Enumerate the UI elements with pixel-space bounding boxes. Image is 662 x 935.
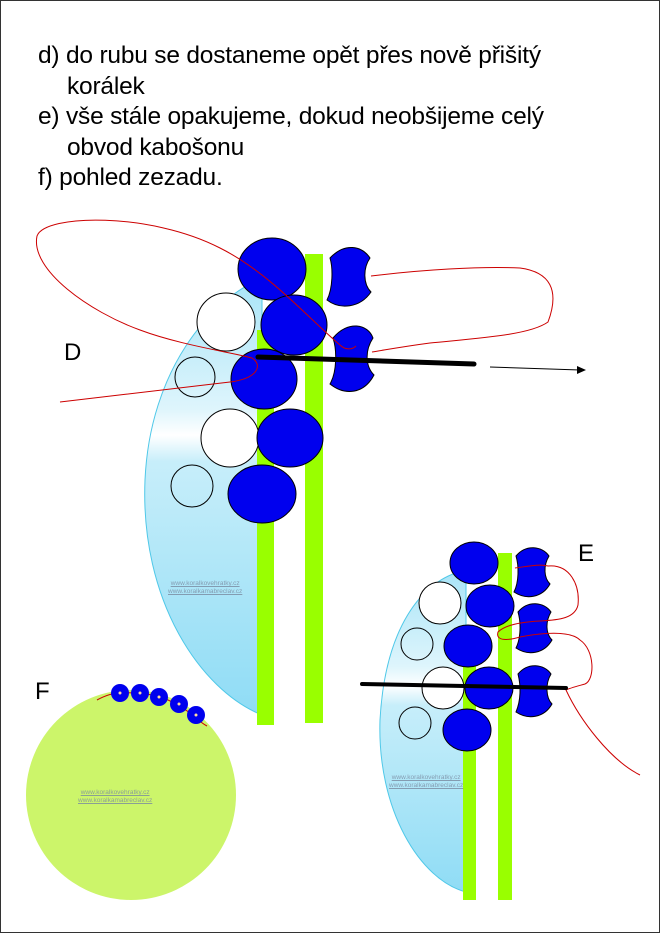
blue-bead [227,464,297,524]
needle-e [360,682,568,690]
direction-arrow-head [577,366,586,374]
bead-hole [194,713,198,717]
blue-bead [449,541,499,585]
bead-hole [157,695,161,699]
bead-hole [118,691,122,695]
figure-e [360,541,641,900]
instruction-d: d) do rubu se dostaneme opět přes nově p… [38,42,541,69]
figure-d [36,219,586,725]
figure-f [26,684,236,900]
back-view-disc [26,690,236,900]
white-bead [174,356,216,398]
watermark-d: www.koralkovehratky.cz www.koralkamabrec… [168,580,242,596]
needle-d [255,354,477,367]
instruction-e: e) vše stále opakujeme, dokud neobšijeme… [38,103,544,130]
figure-label-f: F [35,678,50,705]
bead-hole [138,691,142,695]
watermark-f: www.koralkovehratky.cz www.koralkamabrec… [78,789,152,805]
watermark-line-2: www.koralkamabreclav.cz [78,797,153,804]
figure-label-e: E [578,540,595,567]
blue-bead [465,584,515,628]
direction-arrow-line [489,366,581,371]
white-bead [421,666,465,710]
side-bead [515,665,553,718]
watermark-line-1: www.koralkovehratky.cz [391,774,461,781]
white-bead [200,408,260,468]
blue-bead [256,408,324,468]
figure-label-d: D [64,339,82,366]
backing-strip-d-outer [305,254,323,723]
bead-hole [177,702,181,706]
blue-bead [442,708,492,752]
watermark-line-2: www.koralkamabreclav.cz [389,782,464,789]
side-bead [326,247,372,307]
blue-bead [260,294,328,356]
thread-e [497,564,641,776]
watermark-line-1: www.koralkovehratky.cz [80,789,150,796]
blue-bead [237,237,307,301]
white-bead [418,581,462,625]
side-bead [515,603,553,654]
blue-bead [443,624,493,668]
watermark-e: www.koralkovehratky.cz www.koralkamabrec… [389,774,463,790]
white-bead [196,292,256,352]
white-bead [400,627,434,661]
side-bead [513,547,551,598]
instruction-e-cont: obvod kabošonu [67,133,245,161]
blue-bead [230,348,298,410]
instruction-d-cont: korálek [67,72,145,100]
instruction-f: f) pohled zezadu. [38,164,223,191]
bead-row-f [111,684,205,724]
watermark-line-2: www.koralkamabreclav.cz [168,588,243,595]
white-bead [170,464,214,508]
thread-d-loop [370,266,554,353]
thread-d [36,219,357,403]
watermark-line-1: www.koralkovehratky.cz [170,580,240,587]
white-bead [398,706,432,740]
instructions: d) do rubu se dostaneme opět přes nově p… [38,41,544,194]
